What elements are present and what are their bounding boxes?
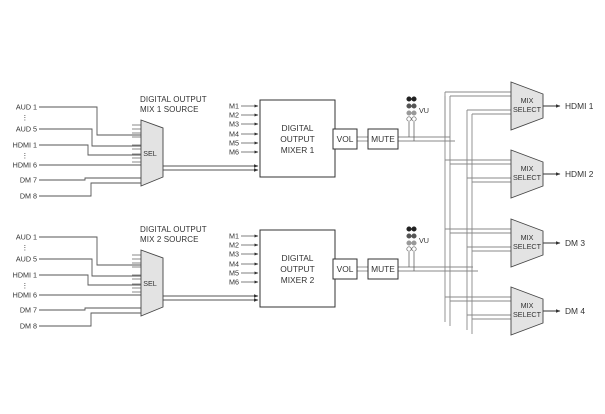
input-wire	[39, 258, 141, 277]
vu-led	[411, 116, 417, 122]
vu-led	[411, 103, 417, 109]
mix-select-label: MIX	[521, 233, 534, 242]
mixer-block	[259, 229, 336, 308]
mixer-label: MIXER 1	[281, 145, 315, 155]
input-label: AUD 5	[16, 255, 37, 264]
input-wire	[39, 312, 141, 327]
mixer-label: OUTPUT	[280, 264, 314, 274]
vu-led	[411, 96, 417, 102]
vu-led	[406, 96, 412, 102]
vol-block	[332, 128, 358, 150]
ellipsis-aud: ⋮	[21, 243, 28, 252]
vu-led	[406, 240, 412, 246]
mix-select-block	[510, 218, 544, 268]
input-label: AUD 5	[16, 125, 37, 134]
mix-select-block	[510, 149, 544, 199]
mix-select-label: MIX	[521, 301, 534, 310]
input-label: HDMI 1	[13, 271, 37, 280]
vu-led	[406, 103, 412, 109]
mix-select-label: SELECT	[513, 173, 542, 182]
output-label: HDMI 1	[565, 101, 594, 111]
vu-label: VU	[419, 106, 429, 115]
input-label: DM 8	[20, 192, 37, 201]
blocks	[140, 81, 544, 336]
mute-block	[367, 128, 399, 150]
input-wire	[39, 182, 141, 197]
input-label: AUD 1	[16, 103, 37, 112]
input-label: DM 7	[20, 176, 37, 185]
mixer-input-label: M4	[229, 130, 239, 139]
selector-label: SEL	[143, 149, 157, 158]
mixer-input-label: M5	[229, 269, 239, 278]
mixer-input-label: M6	[229, 278, 239, 287]
vu-led	[406, 110, 412, 116]
vu-led	[406, 226, 412, 232]
input-label: HDMI 1	[13, 141, 37, 150]
vu-led	[411, 246, 417, 252]
vu-led	[411, 110, 417, 116]
mixer-label: MIXER 2	[281, 275, 315, 285]
ellipsis-hdmi: ⋮	[21, 281, 28, 290]
mixer-label: OUTPUT	[280, 134, 314, 144]
vu-led	[406, 233, 412, 239]
mixer-input-label: M6	[229, 148, 239, 157]
input-wire	[39, 274, 141, 286]
input-wire	[39, 106, 141, 136]
mixer-input-label: M1	[229, 102, 239, 111]
input-wire	[39, 128, 141, 147]
mixer-input-label: M3	[229, 250, 239, 259]
mixer-label: DIGITAL	[282, 253, 314, 263]
vu-led	[406, 246, 412, 252]
vu-led	[411, 240, 417, 246]
input-label: HDMI 6	[13, 291, 37, 300]
input-label: DM 7	[20, 306, 37, 315]
mixer-input-label: M2	[229, 111, 239, 120]
selector-label: SEL	[143, 279, 157, 288]
mute-block	[367, 258, 399, 280]
mix-select-label: SELECT	[513, 105, 542, 114]
input-wire	[39, 144, 141, 156]
mixer-input-label: M5	[229, 139, 239, 148]
vol-label: VOL	[337, 264, 354, 274]
input-label: HDMI 6	[13, 161, 37, 170]
mix-select-block	[510, 81, 544, 131]
selector-block	[140, 249, 164, 317]
input-wire	[39, 177, 141, 181]
output-label: DM 3	[565, 238, 585, 248]
source-title: MIX 2 SOURCE	[140, 235, 199, 244]
source-title: MIX 1 SOURCE	[140, 105, 199, 114]
ellipsis-hdmi: ⋮	[21, 151, 28, 160]
mute-label: MUTE	[371, 134, 395, 144]
mix-select-block	[510, 286, 544, 336]
input-wire	[39, 236, 141, 266]
source-title: DIGITAL OUTPUT	[140, 225, 207, 234]
vu-led	[411, 226, 417, 232]
vol-block	[332, 258, 358, 280]
input-label: DM 8	[20, 322, 37, 331]
mixer-block	[259, 99, 336, 178]
output-label: HDMI 2	[565, 169, 594, 179]
mix-select-label: SELECT	[513, 310, 542, 319]
vu-label: VU	[419, 236, 429, 245]
mixer-label: DIGITAL	[282, 123, 314, 133]
input-wire	[39, 307, 141, 311]
mixer-input-label: M1	[229, 232, 239, 241]
mixer-input-label: M2	[229, 241, 239, 250]
vol-label: VOL	[337, 134, 354, 144]
source-title: DIGITAL OUTPUT	[140, 95, 207, 104]
mute-label: MUTE	[371, 264, 395, 274]
mixer-input-label: M3	[229, 120, 239, 129]
vu-led	[411, 233, 417, 239]
labels: AUD 1 AUD 5 HDMI 1 HDMI 6 DM 7 DM 8 ⋮ ⋮ SEL DIGIT…	[13, 95, 594, 331]
input-label: AUD 1	[16, 233, 37, 242]
mix-select-label: MIX	[521, 164, 534, 173]
ellipsis-aud: ⋮	[21, 113, 28, 122]
selector-block	[140, 119, 164, 187]
mix-select-label: SELECT	[513, 242, 542, 251]
vu-led	[406, 116, 412, 122]
output-label: DM 4	[565, 306, 585, 316]
mixer-input-label: M4	[229, 260, 239, 269]
mix-select-label: MIX	[521, 96, 534, 105]
